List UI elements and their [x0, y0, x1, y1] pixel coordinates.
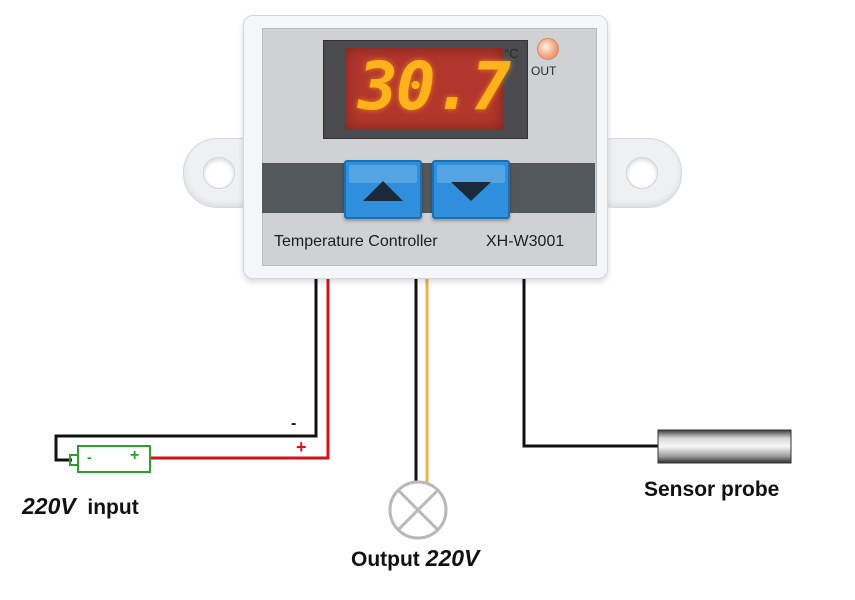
- input-word: input: [87, 496, 139, 519]
- device-title: Temperature Controller: [274, 233, 438, 250]
- battery-negative-sign: -: [87, 449, 92, 465]
- wire-positive: [150, 278, 330, 460]
- triangle-down-icon: [451, 182, 491, 201]
- sensor-label: Sensor probe: [644, 478, 780, 501]
- down-button[interactable]: [432, 160, 510, 219]
- input-label: 220V input: [22, 493, 139, 520]
- negative-terminal-sign: -: [291, 415, 297, 432]
- mounting-hole-right: [626, 157, 658, 189]
- input-voltage: 220V: [22, 493, 76, 519]
- positive-terminal-sign: +: [296, 437, 307, 457]
- lamp-icon: [388, 480, 448, 540]
- output-indicator-led: [537, 38, 559, 60]
- triangle-up-icon: [363, 181, 403, 201]
- device-model: XH-W3001: [486, 233, 565, 250]
- output-word: Output: [351, 548, 420, 571]
- unit-label: °C: [504, 46, 519, 61]
- battery-positive-sign: +: [130, 447, 140, 464]
- led-display: [345, 48, 503, 130]
- battery-icon: [69, 445, 151, 473]
- wire-negative: [54, 278, 318, 462]
- output-label: Output 220V: [351, 545, 479, 572]
- up-button[interactable]: [344, 160, 422, 219]
- output-voltage: 220V: [425, 545, 480, 571]
- output-indicator-label: OUT: [531, 64, 557, 78]
- wire-sensor: [522, 278, 658, 448]
- mounting-hole-left: [203, 157, 235, 189]
- sensor-probe-icon: [657, 429, 792, 464]
- temperature-readout: 30.7: [358, 48, 511, 125]
- button-band: [262, 163, 595, 213]
